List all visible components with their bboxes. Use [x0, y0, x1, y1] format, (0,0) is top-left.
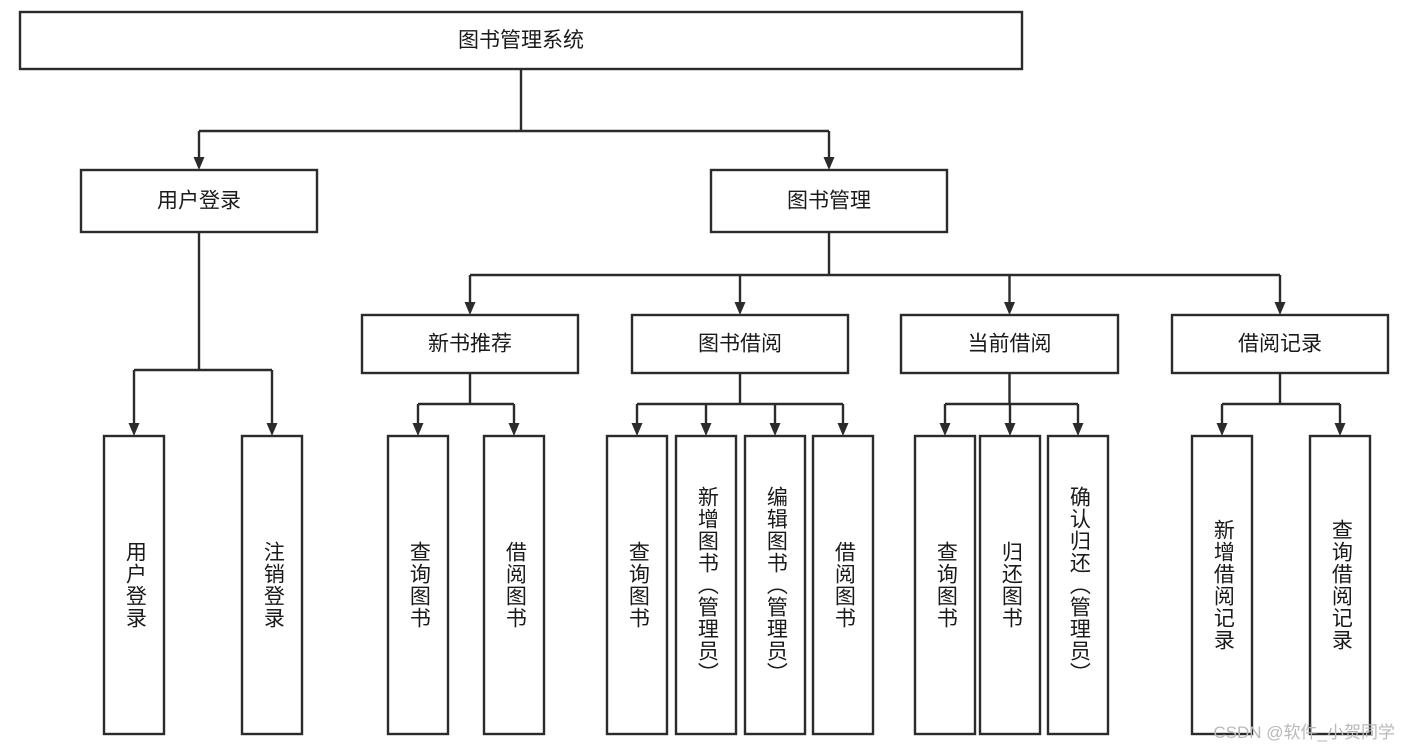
level3-node-当前借阅[interactable]: 当前借阅 — [899, 313, 1120, 375]
arrow-head-icon — [412, 423, 424, 436]
node-box[interactable] — [605, 434, 669, 736]
arrow-head-icon — [1004, 302, 1015, 315]
level3-node-新书推荐[interactable]: 新书推荐 — [360, 313, 580, 375]
node-box[interactable] — [386, 434, 450, 736]
arrow-head-icon — [1004, 423, 1016, 436]
connector-layer — [128, 69, 1346, 436]
leaf-node-用户登录[interactable] — [102, 434, 166, 736]
leaf-node-新增借阅记录[interactable] — [1190, 434, 1254, 736]
arrow-head-icon — [700, 423, 712, 436]
node-label: 当前借阅 — [968, 333, 1052, 356]
node-label: 图书管理 — [787, 190, 871, 213]
leaf-node-借阅图书[interactable] — [482, 434, 546, 736]
arrow-head-icon — [1216, 423, 1228, 436]
node-box[interactable] — [360, 313, 580, 375]
arrow-head-icon — [631, 423, 643, 436]
leaf-node-查询图书[interactable] — [913, 434, 977, 736]
level2-node-用户登录[interactable]: 用户登录 — [79, 168, 319, 234]
node-box[interactable] — [1170, 313, 1390, 375]
level3-node-借阅记录[interactable]: 借阅记录 — [1170, 313, 1390, 375]
leaf-node-查询图书[interactable] — [386, 434, 450, 736]
root-node-图书管理系统[interactable]: 图书管理系统 — [18, 10, 1024, 71]
leaf-node-注销登录[interactable] — [240, 434, 304, 736]
node-label: 用户登录 — [157, 190, 241, 213]
node-label: 借阅记录 — [1238, 333, 1322, 356]
arrow-head-icon — [769, 423, 781, 436]
node-box[interactable] — [1308, 434, 1372, 736]
arrow-head-icon — [508, 423, 520, 436]
node-box[interactable] — [102, 434, 166, 736]
node-box[interactable] — [482, 434, 546, 736]
arrow-head-icon — [939, 423, 951, 436]
level3-node-图书借阅[interactable]: 图书借阅 — [630, 313, 850, 375]
node-box[interactable] — [899, 313, 1120, 375]
leaf-node-查询图书[interactable] — [605, 434, 669, 736]
arrow-head-icon — [266, 423, 278, 436]
node-box[interactable] — [1046, 434, 1110, 736]
arrow-head-icon — [823, 157, 835, 170]
arrow-head-icon — [464, 302, 476, 315]
arrow-head-icon — [837, 423, 849, 436]
leaf-node-归还图书[interactable] — [978, 434, 1042, 736]
arrow-head-icon — [1334, 423, 1346, 436]
node-box[interactable] — [240, 434, 304, 736]
leaf-node-确认归还管理员[interactable] — [1046, 434, 1110, 736]
arrow-head-icon — [193, 157, 205, 170]
node-box[interactable] — [1190, 434, 1254, 736]
node-box[interactable] — [674, 434, 738, 736]
node-box[interactable] — [913, 434, 977, 736]
node-box[interactable] — [709, 168, 949, 234]
arrow-head-icon — [1274, 302, 1286, 315]
leaf-node-查询借阅记录[interactable] — [1308, 434, 1372, 736]
node-label: 新书推荐 — [428, 333, 512, 356]
node-box[interactable] — [978, 434, 1042, 736]
leaf-node-编辑图书管理员[interactable] — [743, 434, 807, 736]
node-box[interactable] — [743, 434, 807, 736]
leaf-node-借阅图书[interactable] — [811, 434, 875, 736]
node-box[interactable] — [18, 10, 1024, 71]
node-box[interactable] — [630, 313, 850, 375]
node-label: 图书借阅 — [698, 333, 782, 356]
arrow-head-icon — [734, 302, 746, 315]
watermark-text: CSDN @软件_小贺同学 — [1213, 723, 1395, 742]
arrow-head-icon — [1072, 423, 1084, 436]
node-label: 图书管理系统 — [458, 29, 584, 52]
level2-node-图书管理[interactable]: 图书管理 — [709, 168, 949, 234]
node-box[interactable] — [811, 434, 875, 736]
arrow-head-icon — [128, 423, 140, 436]
node-box[interactable] — [79, 168, 319, 234]
leaf-node-新增图书管理员[interactable] — [674, 434, 738, 736]
